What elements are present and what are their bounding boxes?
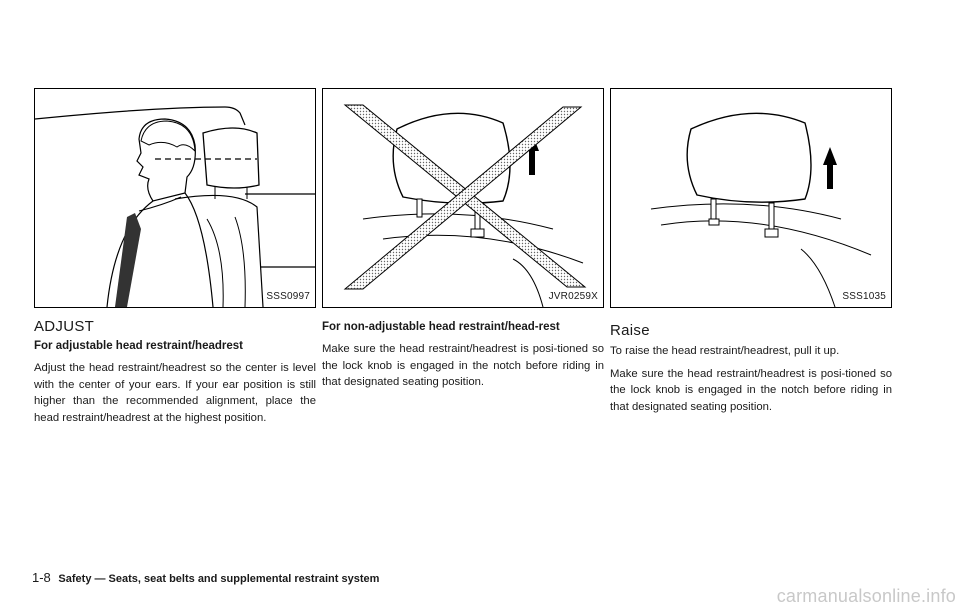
subheading-non-adjustable: For non-adjustable head restraint/head-r… [322,321,560,333]
watermark: carmanualsonline.info [776,586,956,606]
figure-non-adjustable-headrest: JVR0259X [322,88,604,308]
body-text-adjust: Adjust the head restraint/headrest so th… [34,362,316,424]
column-adjust: SSS0997 ADJUST For adjustable head restr… [34,88,316,432]
body-text-non-adjustable: Make sure the head restraint/headrest is… [322,343,604,388]
body-text-raise-2: Make sure the head restraint/headrest is… [610,367,892,413]
figure-code: SSS0997 [266,291,310,302]
figure-code: SSS1035 [842,291,886,302]
figure-code: JVR0259X [548,291,598,302]
page-footer: 1-8 Safety — Seats, seat belts and suppl… [32,570,379,585]
figure-adjust-headrest: SSS0997 [34,88,316,308]
body-text-raise-1: To raise the head restraint/headrest, pu… [610,345,840,357]
section-heading-raise: Raise [610,322,650,339]
column-non-adjustable: JVR0259X For non-adjustable head restrai… [322,88,604,397]
crossed-out-headrest-illustration [343,104,587,307]
figure-raise-headrest: SSS1035 [610,88,892,308]
subheading-adjustable: For adjustable head restraint/headrest [34,340,243,352]
head-restraint-person-illustration [35,106,315,307]
headrest-raise-illustration [650,112,872,307]
section-heading-adjust: ADJUST [34,318,95,335]
column-raise: SSS1035 Raise To raise the head restrain… [610,88,892,421]
page-number: 1-8 [32,570,51,585]
footer-title: Safety — Seats, seat belts and supplemen… [58,573,380,585]
